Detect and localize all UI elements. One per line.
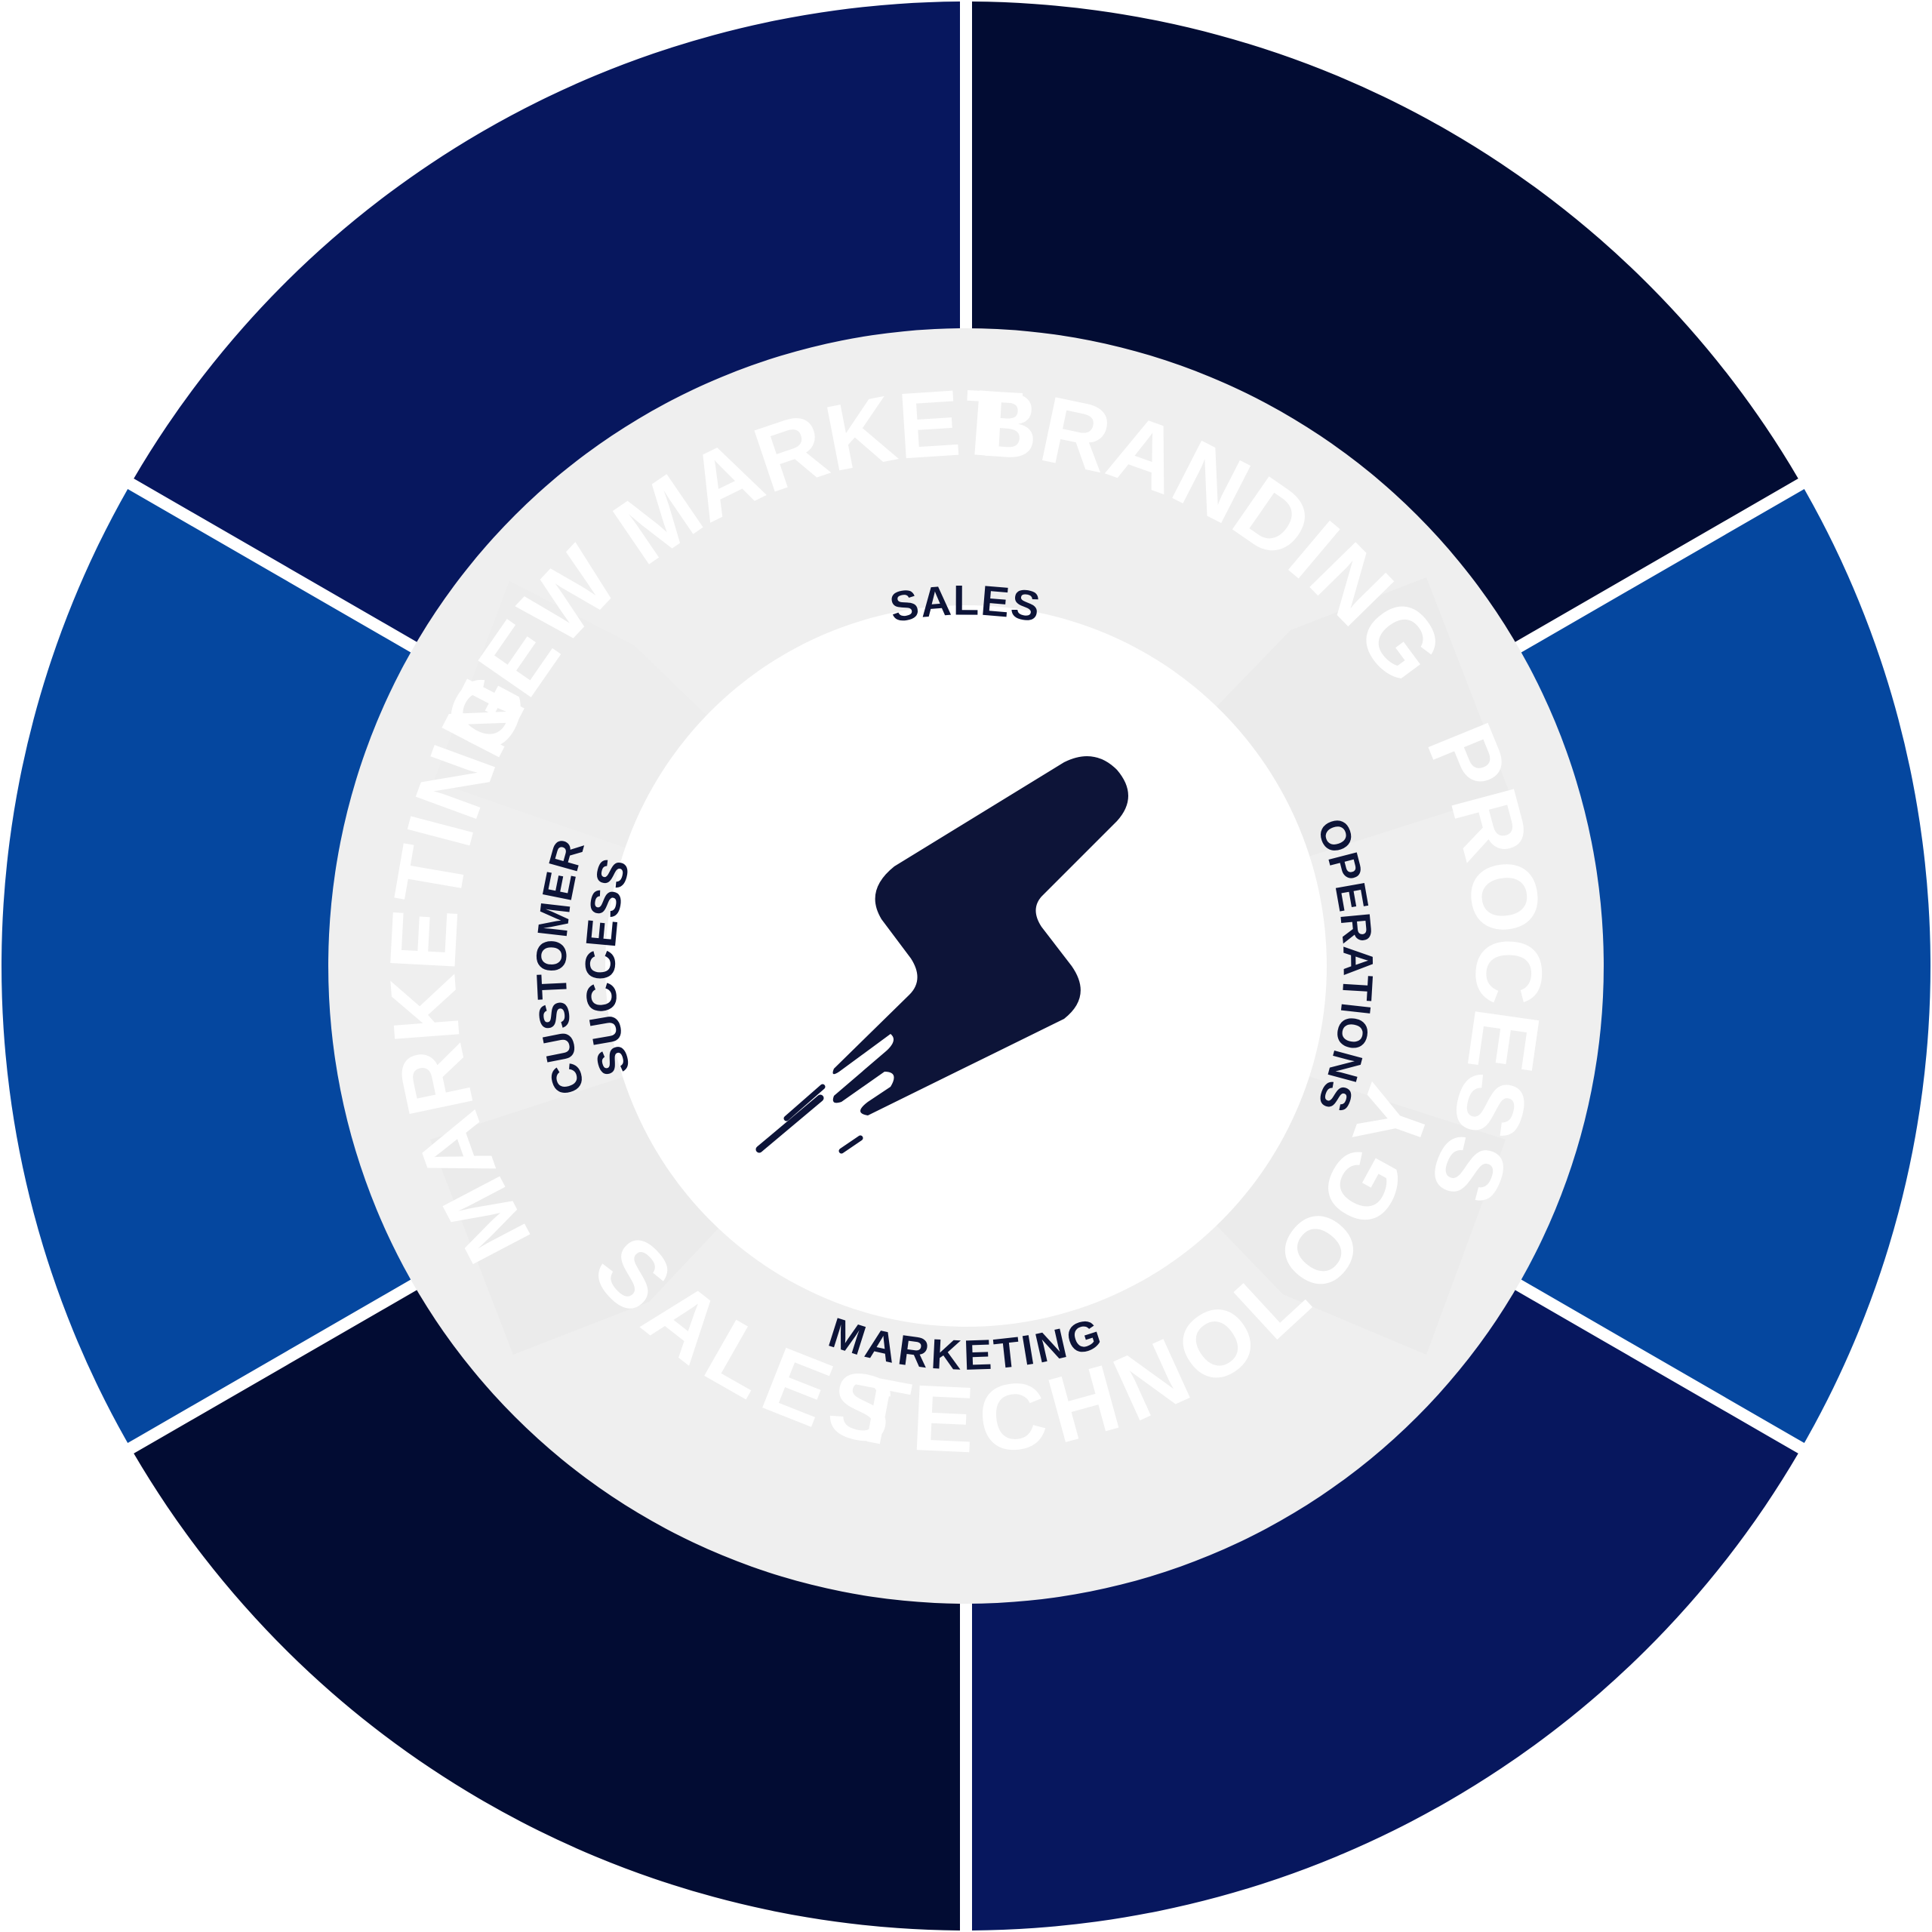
segment-marketing[interactable] — [2, 488, 422, 1444]
inner-label-sales: SALES — [887, 577, 1046, 632]
segment-technology[interactable] — [971, 1283, 1798, 1930]
segment-process[interactable] — [1510, 488, 1931, 1444]
segment-new-market[interactable] — [134, 2, 961, 649]
lightning-bolt-logo-icon — [755, 756, 1128, 1154]
segment-sales[interactable] — [134, 1283, 961, 1930]
segment-branding[interactable] — [971, 2, 1798, 649]
inner-labels: SALES OPERATIONS MARKETING CUSTOMER SUCC… — [527, 577, 1380, 1379]
